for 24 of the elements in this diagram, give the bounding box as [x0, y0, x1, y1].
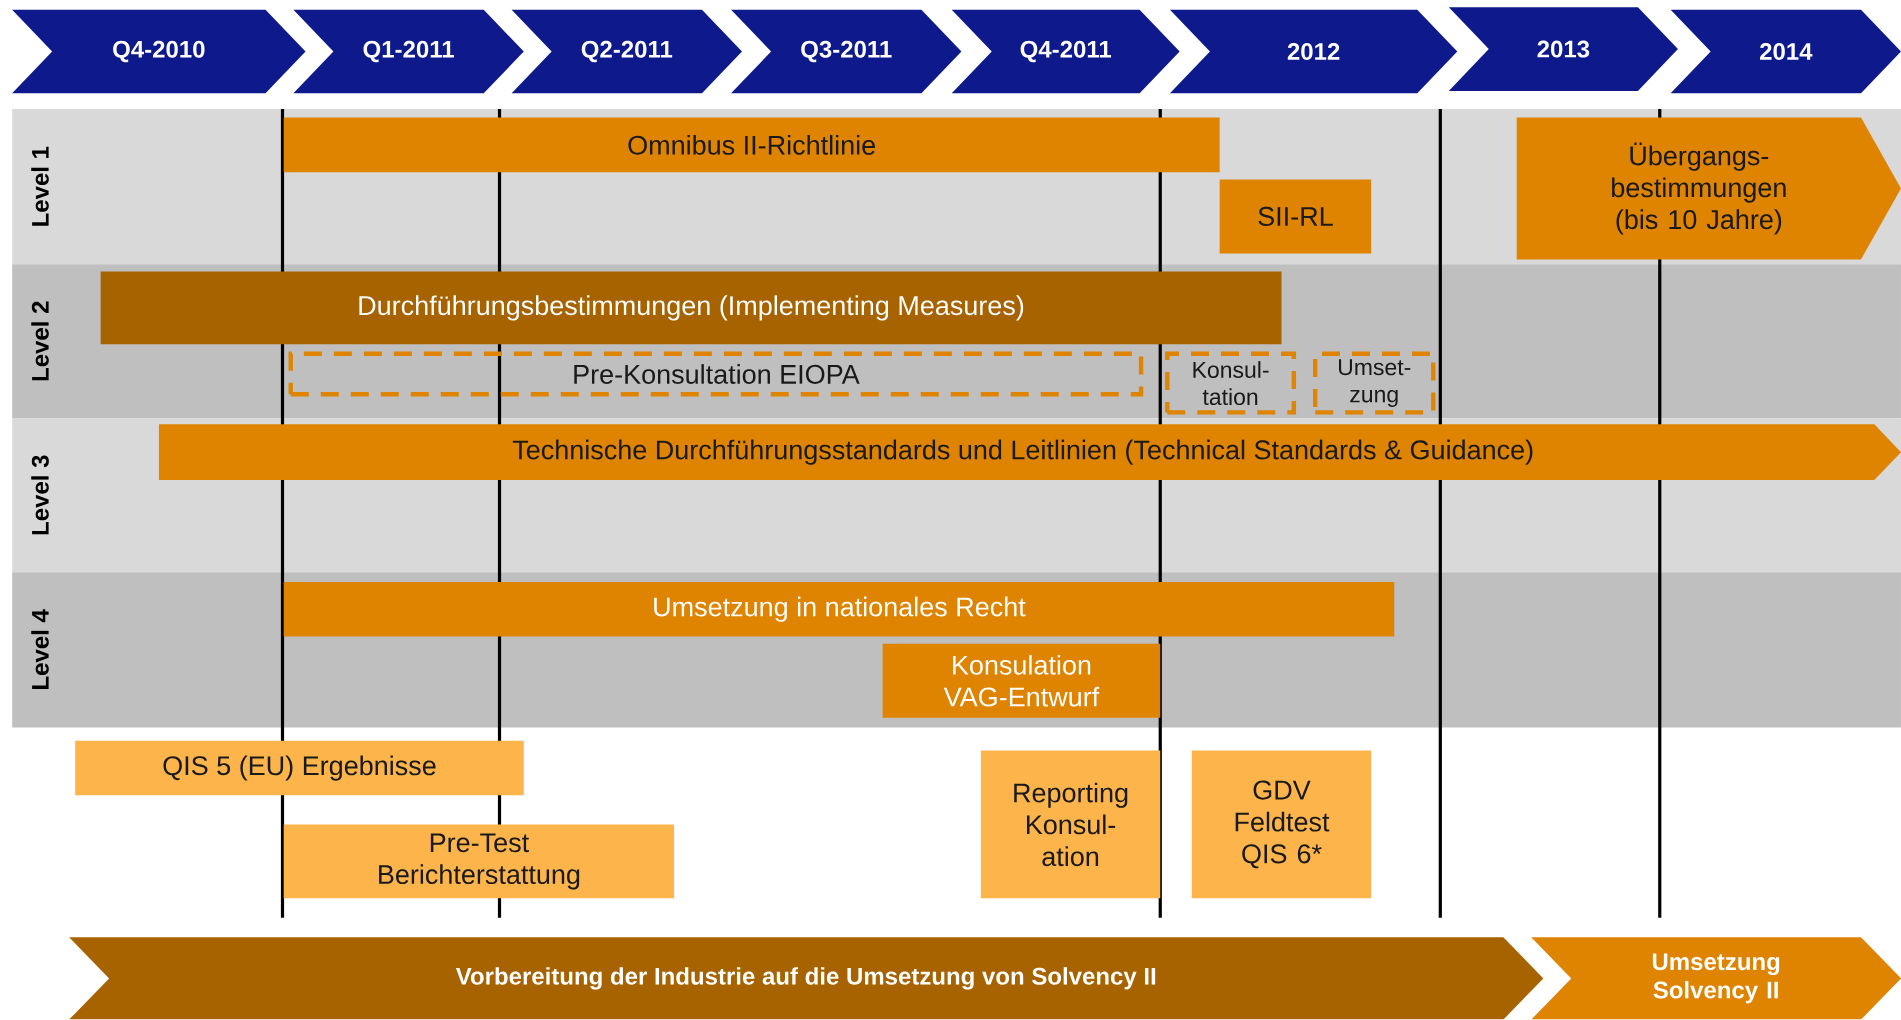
- dashed-phase-box: Umset- zung: [1313, 351, 1436, 415]
- timeline-bar: SII-RL: [1219, 179, 1372, 254]
- timeline-bar: GDV Feldtest QIS 6*: [1191, 750, 1372, 899]
- dashed-phase-box: Pre-Konsultation EIOPA: [288, 351, 1144, 397]
- timeline-bar: Pre-Test Berichterstattung: [283, 824, 675, 899]
- period-header-banner: 2012: [1169, 9, 1458, 94]
- timeline-bar: Reporting Konsul- ation: [980, 750, 1161, 899]
- timeline-bar: Umsetzung in nationales Recht: [283, 582, 1395, 637]
- period-header-banner: Q4-2011: [951, 9, 1180, 94]
- timeline-bar: Durchführungsbestimmungen (Implementing Measures): [100, 271, 1282, 345]
- period-header-banner: Q3-2011: [731, 9, 962, 94]
- timeline-bar: QIS 5 (EU) Ergebnisse: [75, 740, 524, 796]
- phase-banner: Vorbereitung der Industrie auf die Umsetzung von Solvency II: [69, 937, 1544, 1020]
- timeline-bar: Konsulation VAG-Entwurf: [882, 643, 1161, 718]
- period-header-banner: 2014: [1670, 9, 1901, 94]
- phase-banner: Umsetzung Solvency II: [1531, 937, 1901, 1020]
- period-header-banner: Q2-2011: [511, 9, 742, 94]
- period-header-banner: Q1-2011: [293, 9, 524, 94]
- period-header-banner: Q4-2010: [12, 9, 306, 94]
- dashed-phase-box: Konsul- tation: [1165, 351, 1297, 415]
- arrow-bar: Übergangs- bestimmungen (bis 10 Jahre): [1516, 117, 1901, 260]
- period-header-banner: 2013: [1448, 7, 1678, 92]
- timeline-bar: Omnibus II-Richtlinie: [283, 117, 1220, 173]
- arrow-bar: Technische Durchführungsstandards und Leitlinien (Technical Standards & Guidance): [158, 424, 1901, 481]
